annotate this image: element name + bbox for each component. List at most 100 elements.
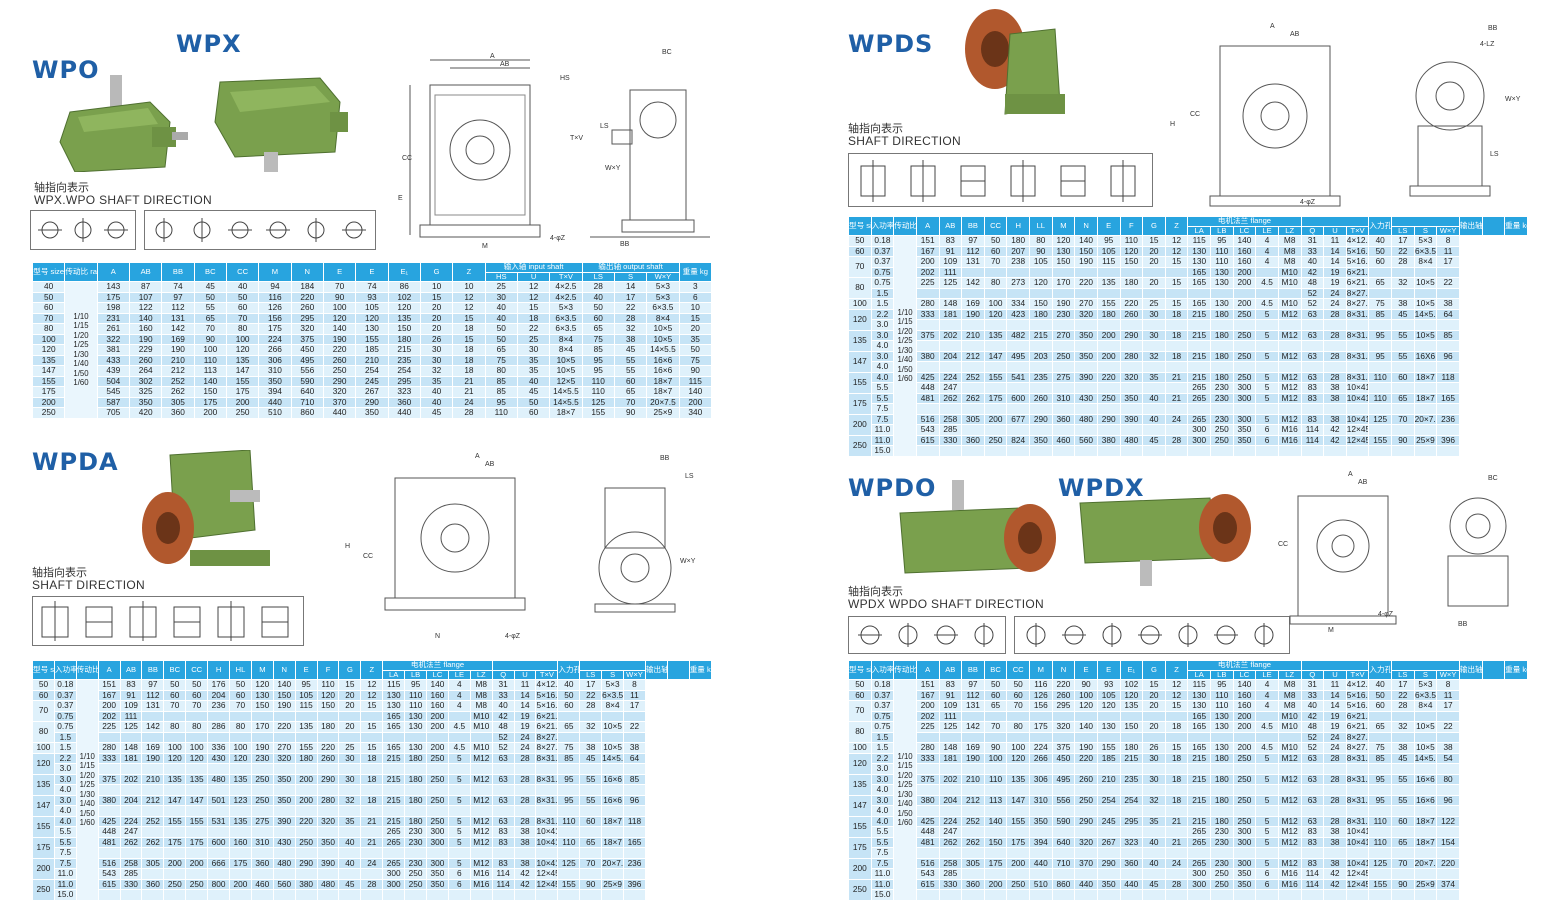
table-cell: 55 — [1391, 773, 1415, 785]
column-header: 电机法兰 flange — [1187, 660, 1302, 671]
table-cell: 306 — [258, 354, 292, 366]
table-cell — [1096, 805, 1121, 817]
table-cell: 430 — [1074, 392, 1098, 404]
table-cell: 275 — [1051, 371, 1076, 383]
table-cell: 100 — [983, 298, 1008, 310]
table-cell: 8×27.3 — [1345, 298, 1370, 310]
table-cell: 531 — [207, 815, 231, 827]
power-cell: 0.75 — [870, 710, 895, 722]
table-cell — [207, 710, 231, 722]
table-cell — [1300, 847, 1325, 859]
table-cell: 224 — [938, 371, 963, 383]
table-cell: 11 — [1323, 679, 1347, 691]
table-cell: 4 — [1255, 256, 1279, 268]
table-cell: 95 — [404, 679, 428, 691]
table-cell: 130 — [1210, 266, 1234, 278]
ratio-value: 1/20 — [897, 326, 913, 336]
table-cell: 110 — [404, 700, 428, 712]
ratio-value: 1/50 — [897, 808, 913, 818]
table-cell — [1187, 287, 1211, 299]
table-cell — [229, 731, 252, 743]
table-cell: 16×6 — [601, 794, 625, 806]
table-cell — [1029, 445, 1053, 457]
table-cell: 126 — [258, 302, 292, 314]
table-cell — [1187, 805, 1211, 817]
power-cell: 3.0 — [870, 763, 895, 775]
table-cell: 19 — [1323, 721, 1347, 733]
table-cell: 202 — [915, 710, 940, 722]
column-header: U — [513, 669, 537, 680]
table-cell: 24 — [1323, 731, 1347, 743]
table-cell: 18×7 — [601, 836, 625, 848]
table-cell: 63 — [1300, 773, 1325, 785]
table-cell: 60 — [31, 302, 66, 314]
table-cell — [557, 731, 581, 743]
table-cell — [250, 826, 274, 838]
power-cell: 5.5 — [53, 836, 77, 848]
table-cell: 5 — [447, 857, 471, 869]
table-cell — [1255, 403, 1279, 415]
table-cell: 113 — [193, 365, 227, 377]
table-cell: 300 — [1232, 413, 1257, 425]
table-cell: 17 — [579, 679, 603, 691]
table-cell: 70 — [1391, 857, 1415, 869]
table-cell: 30 — [1142, 752, 1166, 764]
table-cell: 6 — [678, 291, 713, 303]
column-header: Z — [1164, 660, 1189, 680]
table-cell: 35 — [516, 354, 551, 366]
table-cell — [447, 710, 471, 722]
table-cell: 40 — [581, 291, 615, 303]
table-cell: 14 — [1323, 700, 1347, 712]
table-cell — [1345, 340, 1370, 352]
column-header: BC — [983, 660, 1008, 680]
table-cell: 5 — [447, 752, 471, 764]
size-cell: 80 — [848, 277, 872, 299]
size-cell: 120 — [848, 308, 872, 331]
table-cell: 230 — [404, 836, 428, 848]
table-cell: 247 — [938, 826, 963, 838]
table-row: 7.5 — [849, 403, 1528, 415]
column-header: N — [1051, 660, 1076, 680]
table-cell: 710 — [1051, 857, 1076, 869]
table-cell: 70 — [31, 312, 66, 324]
table-cell: 112 — [161, 302, 195, 314]
table-cell: 135 — [983, 329, 1008, 341]
table-cell — [360, 710, 384, 722]
table-cell: 130 — [1096, 721, 1121, 733]
table-cell: 5 — [1255, 371, 1279, 383]
table-cell: 90 — [983, 742, 1008, 754]
table-cell: 19 — [513, 710, 537, 722]
table-cell — [1006, 287, 1030, 299]
table-cell — [404, 847, 428, 859]
table-cell — [1142, 826, 1166, 838]
table-cell: 16×6 — [1413, 773, 1438, 785]
svg-text:W×Y: W×Y — [1505, 96, 1521, 103]
ratio-value: 1/15 — [73, 321, 89, 331]
table-cell: 270 — [1051, 329, 1076, 341]
table-cell: 300 — [1232, 857, 1257, 869]
table-cell: M12 — [1277, 371, 1302, 383]
table-cell — [961, 889, 985, 901]
table-cell: 169 — [161, 333, 195, 345]
table-cell: 440 — [387, 407, 421, 419]
table-cell — [1391, 889, 1415, 901]
power-cell: 3.0 — [870, 350, 895, 362]
ratio-value: 1/30 — [73, 349, 89, 359]
table-cell: 615 — [97, 878, 121, 890]
table-cell: 17 — [1436, 700, 1460, 712]
table-cell: 110 — [484, 407, 518, 419]
size-cell: 200 — [848, 857, 872, 880]
table-cell — [1210, 847, 1234, 859]
table-cell — [185, 784, 209, 796]
svg-text:4-φZ: 4-φZ — [550, 235, 566, 242]
table-cell — [1436, 319, 1460, 331]
table-cell: 165 — [1187, 266, 1211, 278]
column-header: F — [316, 660, 340, 680]
column-header: AB — [938, 216, 963, 236]
table-cell — [207, 826, 231, 838]
